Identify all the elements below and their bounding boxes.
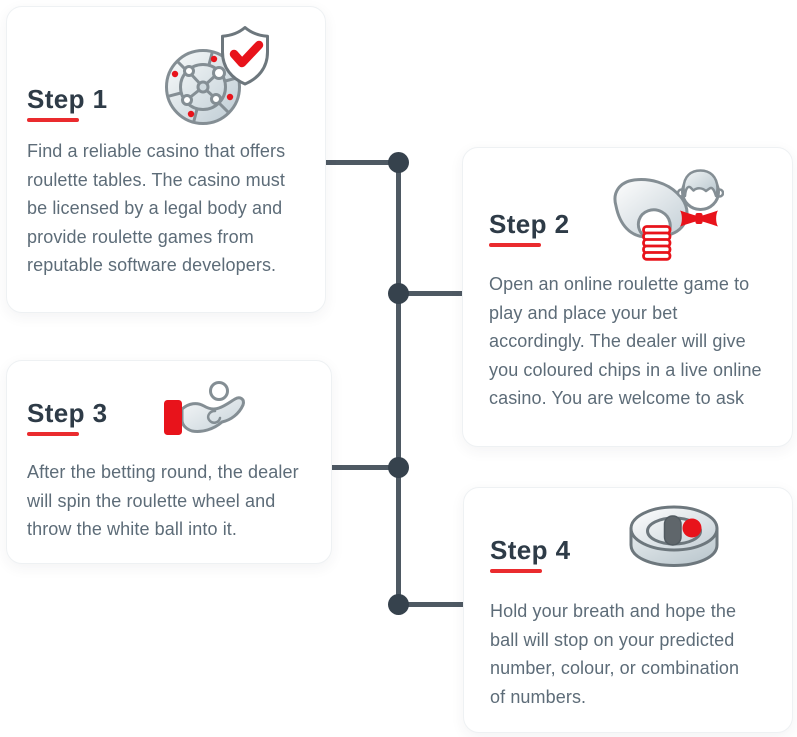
roulette-chip-shield-icon [165,26,269,125]
roulette-wheel-ball-icon [629,505,719,567]
title-underline [490,569,542,573]
dealer-head [676,169,724,227]
timeline-node-1 [388,152,409,173]
step-card-1: Step 1 [6,6,326,313]
step-1-header: Step 1 [27,85,107,122]
title-underline [489,243,541,247]
step-2-title: Step 2 [489,209,570,239]
hand-holding-ball-icon [164,381,245,435]
step-card-3: Step 3 After the betting round, the deal… [6,360,332,564]
checkmark-icon [229,40,264,68]
step-4-description: Hold your breath and hope the ball will … [490,601,740,707]
title-underline [27,432,79,436]
chip-red-dots [171,55,234,118]
step-1-description: Find a reliable casino that offers roule… [27,141,286,276]
casino-chip [165,49,241,125]
white-ball [209,381,229,401]
timeline-node-2 [388,283,409,304]
step-3-title: Step 3 [27,398,108,428]
chip-stack [642,225,672,261]
title-underline [27,118,79,122]
shield-check [221,26,269,86]
red-ball [682,518,702,538]
dealer-hand-chips-icon [613,169,724,261]
bow-tie [680,210,718,227]
open-hand [180,396,245,433]
timeline-line [396,162,401,604]
step-3-description: After the betting round, the dealer will… [27,462,299,540]
step-1-title: Step 1 [27,84,108,114]
timeline-node-3 [388,457,409,478]
step-4-title: Step 4 [490,535,571,565]
timeline-connector-3 [332,465,398,470]
timeline-connector-2 [398,291,462,296]
step-card-2: Step 2 [462,147,793,447]
step-2-description: Open an online roulette game to play and… [489,274,762,409]
red-cuff [164,400,182,435]
step-4-header: Step 4 [490,536,570,573]
step-card-4: Step 4 Hold your breath and hope the bal… [463,487,793,733]
timeline-node-4 [388,594,409,615]
step-3-header: Step 3 [27,399,107,436]
step-2-header: Step 2 [489,210,569,247]
timeline-connector-1 [326,160,398,165]
wheel-hub [663,515,682,546]
timeline-connector-4 [398,602,463,607]
